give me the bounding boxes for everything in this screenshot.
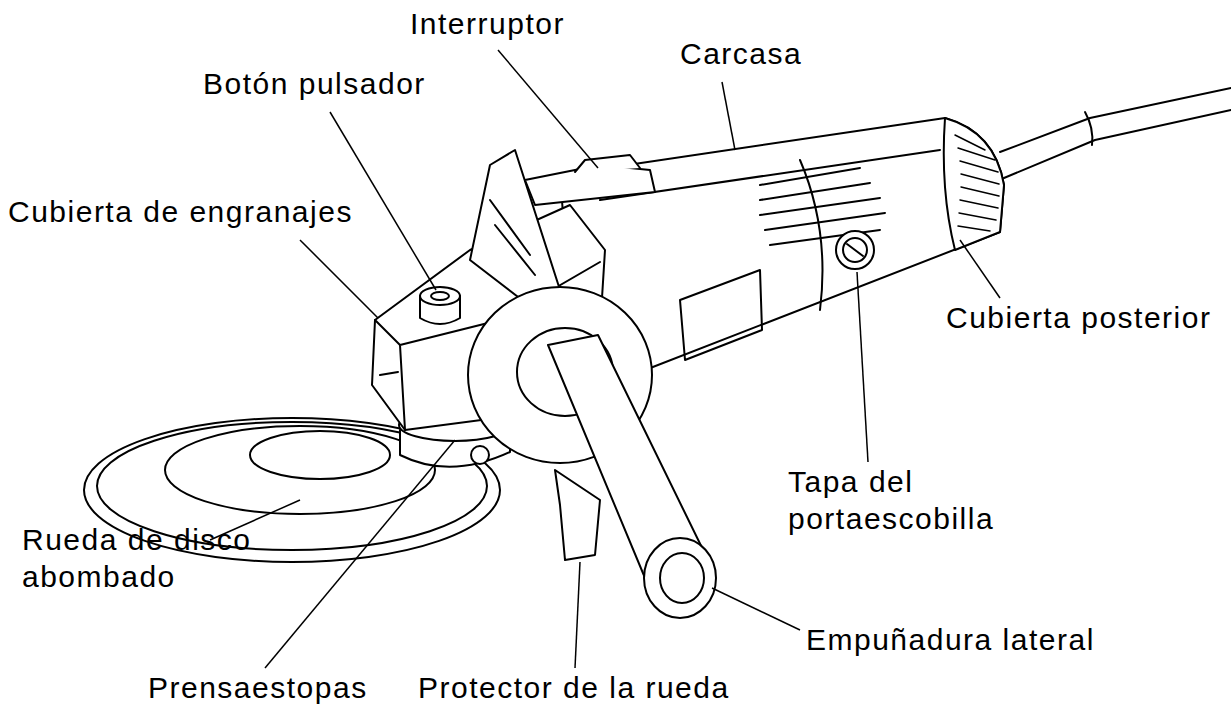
power-cord — [1004, 110, 1231, 178]
leader-line — [960, 240, 1000, 298]
part-label: Empuñadura lateral — [806, 622, 1095, 659]
leader-line — [300, 240, 378, 318]
leader-line — [575, 562, 580, 668]
brush-cap — [836, 231, 874, 269]
part-label: Protector de la rueda — [418, 670, 730, 707]
side-handle — [468, 287, 716, 618]
leader-line — [498, 50, 598, 168]
leader-line — [722, 82, 735, 150]
push-button — [420, 287, 460, 324]
leader-lines — [210, 50, 1000, 668]
power-cord — [1000, 88, 1231, 152]
part-label: Cubierta de engranajes — [8, 194, 353, 231]
part-label: Botón pulsador — [203, 66, 426, 103]
part-label: Carcasa — [680, 36, 802, 73]
rear-cover — [944, 118, 1004, 250]
part-label: Cubierta posterior — [946, 300, 1211, 337]
leader-line — [265, 440, 455, 668]
leader-line — [712, 588, 800, 630]
cord-guard — [1085, 112, 1092, 145]
part-label: Prensaestopas — [148, 670, 368, 707]
switch — [470, 150, 655, 310]
part-label: Interruptor — [410, 6, 565, 43]
leader-line — [857, 272, 868, 462]
wheel-guard — [555, 470, 600, 560]
part-label: Rueda de disco abombado — [22, 522, 272, 595]
part-label: Tapa del portaescobilla — [788, 464, 1020, 537]
